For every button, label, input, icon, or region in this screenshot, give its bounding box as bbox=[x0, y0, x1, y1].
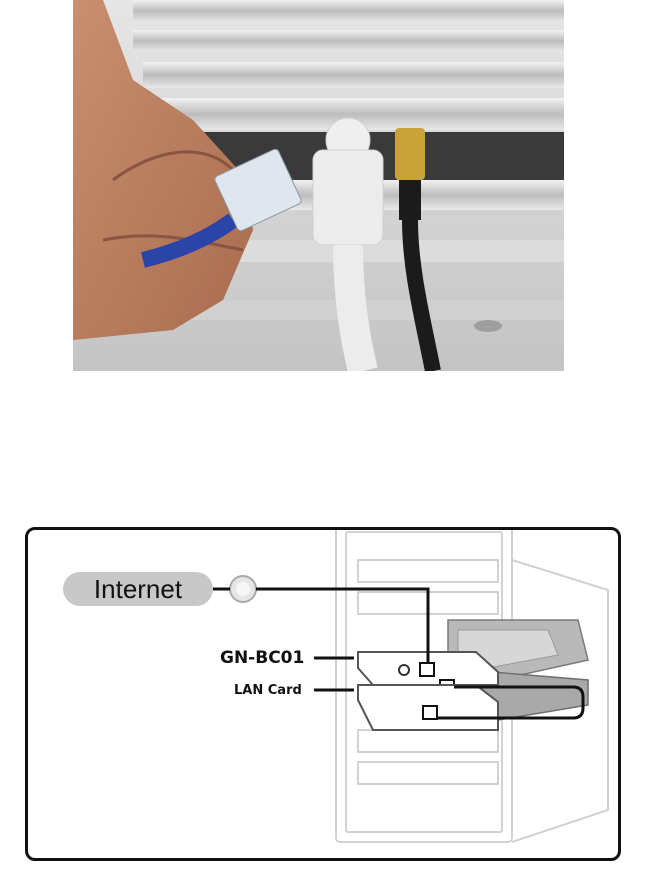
lan-card-label: LAN Card bbox=[234, 683, 302, 698]
photo-illustration bbox=[73, 0, 564, 371]
internet-label: Internet bbox=[63, 572, 213, 606]
gn-bc01-label: GN-BC01 bbox=[220, 648, 304, 668]
connection-diagram: Internet GN-BC01 LAN Card bbox=[25, 527, 621, 861]
cable-connection-photo bbox=[73, 0, 564, 371]
